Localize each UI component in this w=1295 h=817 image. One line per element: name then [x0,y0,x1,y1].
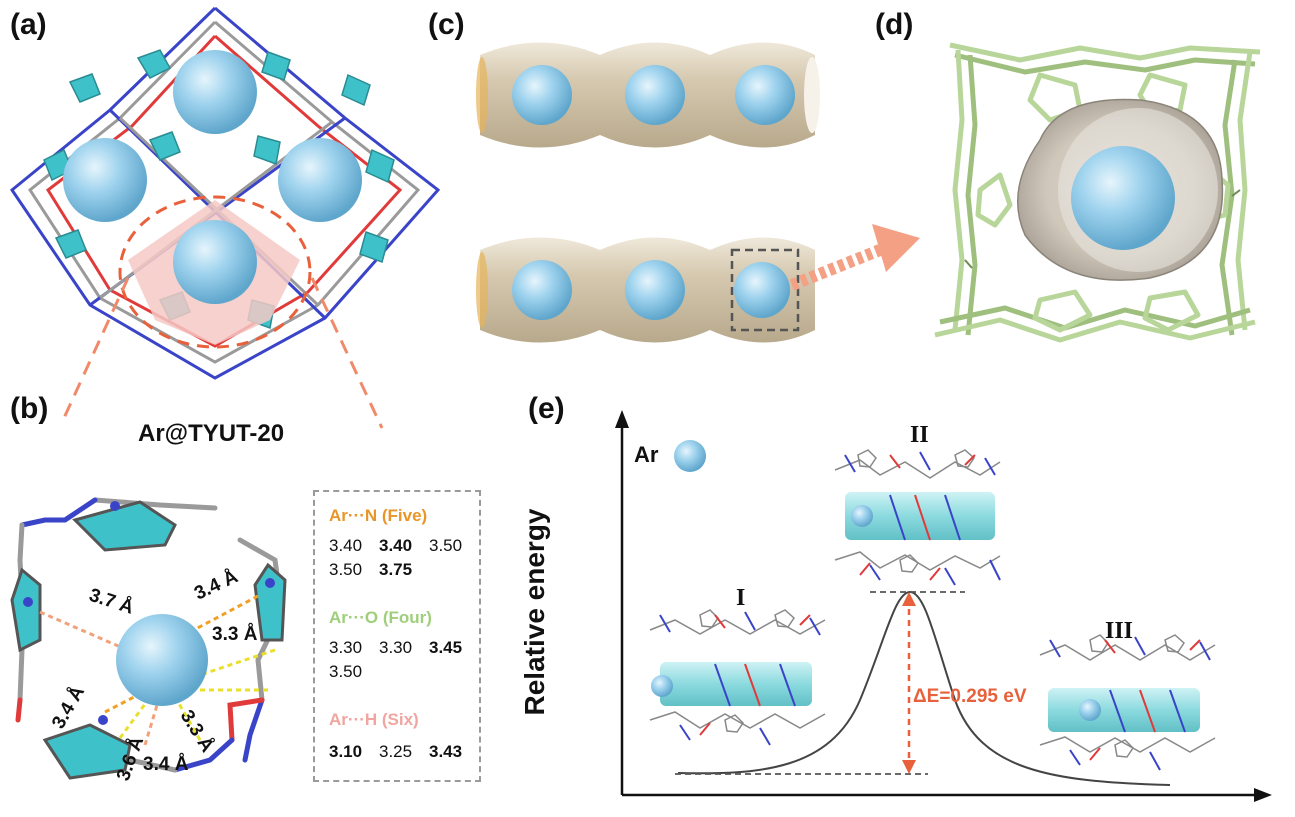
argon-label: Ar [634,442,659,467]
legend-o-value: 3.30 [329,638,363,657]
legend-o-row-2: 3.50 [329,662,379,682]
panel-b-cage: 3.7 Å 3.4 Å 3.3 Å 3.4 Å 3.3 Å 3.6 Å 3.4 … [10,497,287,784]
y-axis-label: Relative energy [519,508,550,716]
channel-bottom [476,237,815,343]
argon-sphere-bottom [173,220,257,304]
state-label-iii: III [1105,618,1134,644]
panel-a-framework [9,6,441,429]
state-i-structure [649,609,826,746]
legend-o-row-1: 3.30 3.30 3.45 [329,638,479,658]
legend-h-value: 3.25 [379,742,413,761]
legend-n-value: 3.75 [379,560,413,579]
legend-o-value: 3.45 [429,638,463,657]
argon-sphere-legend [674,440,706,472]
argon-sphere-right [278,138,362,222]
panel-d-cage [934,42,1261,343]
legend-h-value: 3.43 [429,742,463,761]
legend-h-value: 3.10 [329,742,363,761]
legend-n-value: 3.40 [379,536,413,555]
panel-label-e: (e) [528,392,565,425]
legend-o-value: 3.50 [329,662,363,681]
distance-label-7: 3.4 Å [143,754,189,775]
argon-sphere-cage-d [1071,146,1175,250]
legend-n-title: Ar···N (Five) [329,506,428,525]
energy-barrier-label: ΔE=0.295 eV [913,686,1027,707]
distance-label-5: 3.3 Å [176,707,218,757]
state-label-ii: II [910,422,929,448]
panel-label-d: (d) [875,8,914,41]
legend-h-row-1: 3.10 3.25 3.43 [329,742,479,762]
panel-label-c: (c) [428,8,465,41]
state-iii-structure [1039,634,1216,771]
argon-sphere-left [63,138,147,222]
state-ii-structure [834,449,1001,586]
contact-legend: Ar···N (Five) 3.40 3.40 3.50 3.50 3.75 Ar··… [313,490,481,782]
argon-sphere-top [173,50,257,134]
argon-sphere-cage [116,614,208,706]
legend-n-row-1: 3.40 3.40 3.50 [329,536,479,556]
legend-o-value: 3.30 [379,638,413,657]
legend-n-row-2: 3.50 3.75 [329,560,429,580]
panel-e-energy [615,410,1272,802]
distance-label-3: 3.3 Å [212,624,258,645]
distance-label-2: 3.4 Å [191,566,241,604]
panel-label-a: (a) [10,8,47,41]
legend-n-value: 3.50 [429,536,463,555]
caption-framework: Ar@TYUT-20 [138,420,285,447]
legend-n-value: 3.40 [329,536,363,555]
legend-h-title: Ar···H (Six) [329,710,419,729]
legend-n-value: 3.50 [329,560,363,579]
state-label-i: I [736,585,746,611]
panel-c-channels [476,42,920,343]
panel-label-b: (b) [10,392,49,425]
distance-label-1: 3.7 Å [86,585,136,619]
legend-o-title: Ar···O (Four) [329,608,432,627]
distance-label-4: 3.4 Å [48,682,89,732]
channel-top [476,42,820,148]
